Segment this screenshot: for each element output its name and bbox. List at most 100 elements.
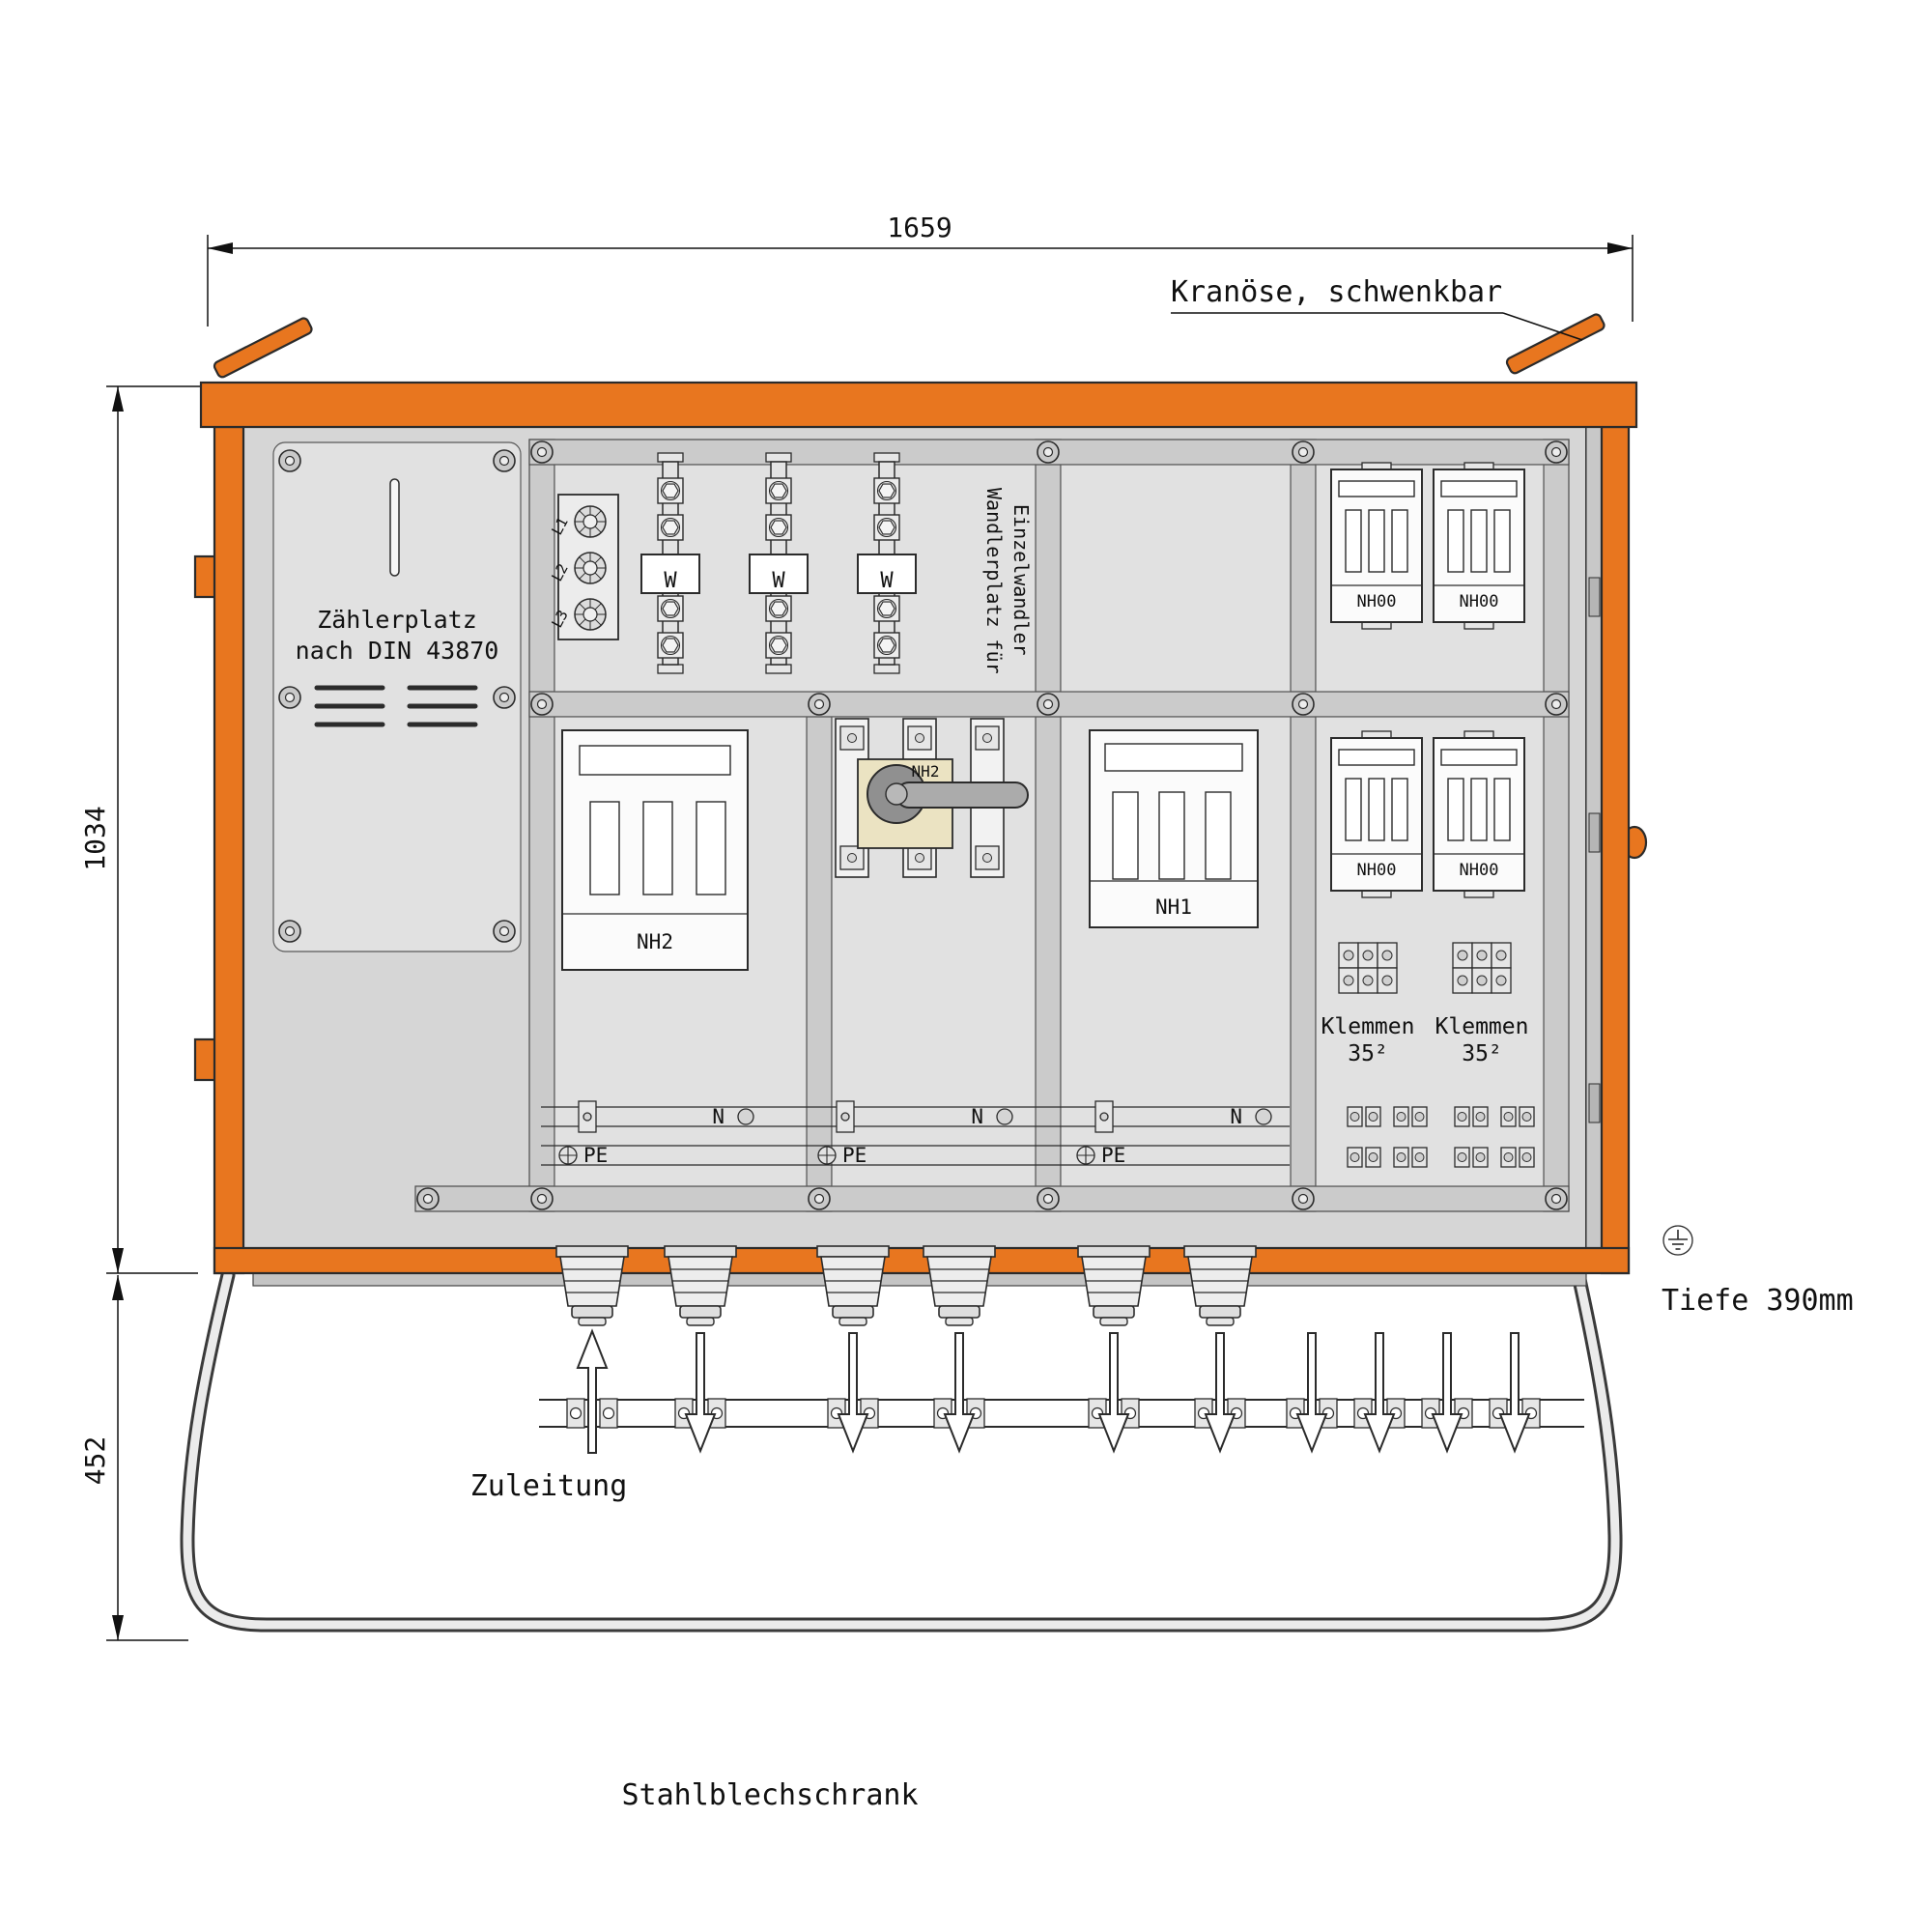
meter-panel: Zählerplatz nach DIN 43870 [272, 441, 522, 952]
vertical-rail [1035, 439, 1062, 1212]
wandler-label-line2: Einzelwandler [1009, 504, 1033, 656]
screw-icon [1545, 693, 1568, 716]
dimension-height: 1034 [79, 385, 208, 1274]
screw-icon [278, 449, 301, 472]
terminal-block [1452, 942, 1512, 994]
n-label: N [1230, 1105, 1242, 1128]
screw-icon [278, 920, 301, 943]
screw-icon [416, 1187, 440, 1210]
arrowhead-icon [208, 242, 233, 254]
vertical-rail [1543, 439, 1570, 1212]
hinge-left-bottom [193, 1037, 218, 1082]
n-bar-screws [582, 1108, 1272, 1125]
door-hinge [1588, 577, 1601, 617]
wandler-label-line1: Wandlerplatz für [982, 488, 1006, 674]
frame-left [213, 425, 245, 1275]
terminal-icon [574, 552, 607, 584]
cable-mounting-rail [539, 1398, 1584, 1429]
vertical-rail [528, 439, 555, 1212]
pe-label: PE [583, 1144, 608, 1167]
screw-icon [278, 686, 301, 709]
screw-icon [530, 693, 554, 716]
n-label: N [712, 1105, 724, 1128]
frame-bottom [213, 1246, 1631, 1275]
screw-icon [530, 440, 554, 464]
pe-label: PE [842, 1144, 867, 1167]
arrowhead-icon [1607, 242, 1633, 254]
nh00-label: NH00 [1357, 592, 1397, 611]
switch-disconnector: NH2 [835, 718, 1029, 878]
screw-icon [1037, 693, 1060, 716]
frame-right [1600, 425, 1631, 1275]
switch-handle[interactable] [895, 781, 1029, 809]
crane-label: Kranöse, schwenkbar [1171, 275, 1502, 309]
terminal-icon [574, 598, 607, 631]
klemmen-label-line1: Klemmen [1321, 1014, 1415, 1039]
door-hinge [1588, 1083, 1601, 1123]
klemmen-label-line2: 35² [1462, 1041, 1502, 1066]
earth-symbol-group: Tiefe 390mm [1662, 1225, 1854, 1318]
current-transformers: W W W Wandlerplatz für Einzelwandler [641, 453, 1033, 674]
meter-label-line1: Zählerplatz [317, 606, 477, 634]
door-hinge [1588, 812, 1601, 853]
screw-icon [1545, 440, 1568, 464]
nh2-fuse-switch: NH2 [561, 729, 749, 971]
transformer-w-label: W [880, 569, 894, 593]
screw-icon [808, 1187, 831, 1210]
supply-label: Zuleitung [470, 1469, 628, 1503]
cabinet-type-label: Stahlblechschrank [621, 1778, 918, 1812]
arrowhead-icon [112, 1615, 124, 1640]
screw-icon [808, 693, 831, 716]
switch-knob-center [885, 782, 908, 806]
earth-icon-marks [1668, 1230, 1688, 1250]
transformer-w-label: W [772, 569, 785, 593]
fuse-slot [589, 801, 620, 895]
arrowhead-icon [112, 1275, 124, 1300]
height-dimension-label: 1034 [79, 806, 111, 870]
screw-icon [493, 920, 516, 943]
screw-icon [493, 449, 516, 472]
fuse-slot [642, 801, 673, 895]
nh1-top-band [1104, 743, 1243, 772]
phase-terminal-block: L1 L2 L3 [548, 494, 619, 640]
pe-screw-crosses [559, 1147, 1094, 1164]
fuse-slot [1112, 791, 1139, 880]
screw-icon [1545, 1187, 1568, 1210]
neutral-bus: N N N [541, 1100, 1290, 1133]
cabinet-stand [180, 1267, 1623, 1633]
depth-label: Tiefe 390mm [1662, 1284, 1854, 1318]
switch-nh2-label: NH2 [912, 762, 940, 781]
nh2-label: NH2 [637, 930, 673, 953]
terminal-blocks: Klemmen 35² Klemmen 35² [1321, 942, 1529, 1066]
fuse-slot [1158, 791, 1185, 880]
pe-label: PE [1101, 1144, 1125, 1167]
arrowhead-icon [112, 386, 124, 412]
fuse-slot [1205, 791, 1232, 880]
nh00-label: NH00 [1357, 861, 1397, 880]
klemmen-label-line1: Klemmen [1435, 1014, 1529, 1039]
dimension-stand-height: 452 [79, 1275, 188, 1641]
nh1-label: NH1 [1155, 895, 1192, 919]
screw-icon [1292, 693, 1315, 716]
width-dimension-label: 1659 [887, 212, 952, 243]
dimension-width: 1659 [207, 212, 1634, 327]
screw-icon [1292, 440, 1315, 464]
bottom-lip [252, 1272, 1587, 1287]
screw-icon [1037, 440, 1060, 464]
frame-top-cap [199, 381, 1638, 429]
transformer-w-label: W [664, 569, 677, 593]
meter-slot [389, 478, 400, 577]
horizontal-rail-bottom [414, 1185, 1570, 1212]
crane-label-group: Kranöse, schwenkbar [1171, 275, 1583, 341]
nh00-label: NH00 [1460, 592, 1499, 611]
klemmen-label-line2: 35² [1348, 1041, 1388, 1066]
arrowhead-icon [112, 1248, 124, 1273]
n-label: N [971, 1105, 983, 1128]
screw-icon [493, 686, 516, 709]
crane-leader-line [1502, 312, 1583, 341]
ventilation-slots [314, 685, 478, 727]
terminal-block [1338, 942, 1398, 994]
terminal-icon [574, 505, 607, 538]
